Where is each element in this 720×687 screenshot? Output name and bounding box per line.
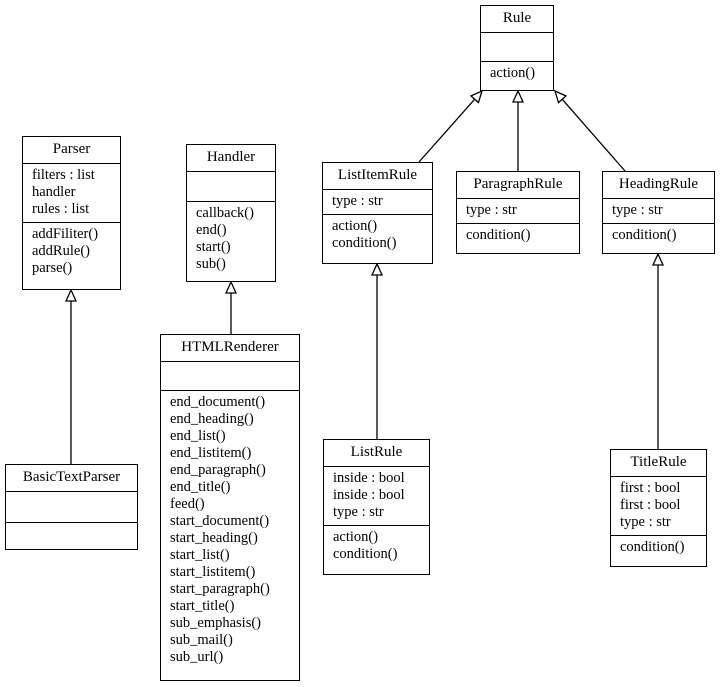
attribute-line: type : str bbox=[620, 514, 671, 530]
inheritance-arrowhead bbox=[553, 89, 568, 104]
method-line: start_heading() bbox=[170, 530, 258, 546]
attribute-line: filters : list bbox=[32, 167, 95, 183]
methods-section: action()condition() bbox=[324, 526, 429, 567]
method-line: action() bbox=[490, 65, 536, 81]
methods-section: condition() bbox=[611, 536, 706, 560]
method-line: end_list() bbox=[170, 428, 226, 444]
methods-section: condition() bbox=[603, 224, 714, 248]
class-name: HTMLRenderer bbox=[161, 335, 299, 362]
class-name: HeadingRule bbox=[603, 172, 714, 199]
class-html-renderer: HTMLRenderer end_document()end_heading()… bbox=[160, 334, 300, 681]
method-line: end_paragraph() bbox=[170, 462, 266, 478]
class-rule: Rule action() bbox=[480, 5, 554, 91]
attribute-line: rules : list bbox=[32, 201, 90, 217]
class-name: Rule bbox=[481, 6, 553, 33]
method-line: action() bbox=[332, 218, 378, 234]
methods-section: callback()end()start()sub() bbox=[187, 202, 275, 277]
method-line: end_document() bbox=[170, 394, 266, 410]
inheritance-line bbox=[561, 98, 626, 172]
attribute-line: type : str bbox=[612, 202, 663, 218]
method-line: condition() bbox=[332, 235, 397, 251]
method-line: sub() bbox=[196, 256, 226, 272]
method-line: end() bbox=[196, 222, 227, 238]
methods-section: end_document()end_heading()end_list()end… bbox=[161, 391, 299, 670]
class-name: Parser bbox=[23, 137, 120, 164]
method-line: condition() bbox=[333, 546, 398, 562]
method-line: sub_mail() bbox=[170, 632, 233, 648]
methods-section: action()condition() bbox=[323, 215, 432, 256]
method-line: condition() bbox=[466, 227, 531, 243]
class-heading-rule: HeadingRule type : str condition() bbox=[602, 171, 715, 254]
class-name: TitleRule bbox=[611, 450, 706, 477]
attributes-section bbox=[6, 492, 137, 523]
method-line: sub_url() bbox=[170, 649, 224, 665]
method-line: end_title() bbox=[170, 479, 231, 495]
class-list-item-rule: ListItemRule type : str action()conditio… bbox=[322, 162, 433, 264]
class-name: Handler bbox=[187, 145, 275, 172]
attribute-line: inside : bool bbox=[333, 487, 405, 503]
method-line: condition() bbox=[620, 539, 685, 555]
method-line: start_title() bbox=[170, 598, 235, 614]
method-line: end_listitem() bbox=[170, 445, 252, 461]
attribute-line: type : str bbox=[466, 202, 517, 218]
methods-section bbox=[6, 523, 137, 553]
method-line: start_listitem() bbox=[170, 564, 256, 580]
method-line: parse() bbox=[32, 260, 73, 276]
method-line: addRule() bbox=[32, 243, 90, 259]
method-line: end_heading() bbox=[170, 411, 254, 427]
method-line: start_document() bbox=[170, 513, 270, 529]
inheritance-arrowhead bbox=[469, 89, 484, 104]
method-line: feed() bbox=[170, 496, 205, 512]
method-line: start_list() bbox=[170, 547, 230, 563]
inheritance-arrowhead bbox=[651, 252, 665, 266]
class-handler: Handler callback()end()start()sub() bbox=[186, 144, 276, 282]
attribute-line: inside : bool bbox=[333, 470, 405, 486]
method-line: callback() bbox=[196, 205, 254, 221]
methods-section: condition() bbox=[457, 224, 579, 248]
method-line: addFiliter() bbox=[32, 226, 99, 242]
inheritance-arrowhead bbox=[370, 262, 384, 276]
attributes-section: type : str bbox=[323, 190, 432, 215]
inheritance-arrowhead bbox=[64, 288, 78, 302]
attributes-section bbox=[481, 33, 553, 62]
inheritance-arrowhead bbox=[224, 280, 238, 294]
attribute-line: first : bool bbox=[620, 497, 681, 513]
method-line: start_paragraph() bbox=[170, 581, 270, 597]
attributes-section bbox=[161, 362, 299, 391]
class-name: ListRule bbox=[324, 440, 429, 467]
inheritance-arrowhead bbox=[511, 89, 525, 103]
attribute-line: handler bbox=[32, 184, 76, 200]
attributes-section: type : str bbox=[457, 199, 579, 224]
method-line: start() bbox=[196, 239, 231, 255]
class-name: ListItemRule bbox=[323, 163, 432, 190]
class-name: BasicTextParser bbox=[6, 465, 137, 492]
attributes-section bbox=[187, 172, 275, 202]
attributes-section: type : str bbox=[603, 199, 714, 224]
class-name: ParagraphRule bbox=[457, 172, 579, 199]
method-line: sub_emphasis() bbox=[170, 615, 262, 631]
attribute-line: first : bool bbox=[620, 480, 681, 496]
methods-section: action() bbox=[481, 62, 553, 86]
attribute-line: type : str bbox=[333, 504, 384, 520]
method-line: condition() bbox=[612, 227, 677, 243]
class-paragraph-rule: ParagraphRule type : str condition() bbox=[456, 171, 580, 254]
inheritance-line bbox=[418, 98, 476, 163]
method-line: action() bbox=[333, 529, 379, 545]
methods-section: addFiliter()addRule()parse() bbox=[23, 223, 120, 281]
attribute-line: type : str bbox=[332, 193, 383, 209]
class-basic-text-parser: BasicTextParser bbox=[5, 464, 138, 550]
